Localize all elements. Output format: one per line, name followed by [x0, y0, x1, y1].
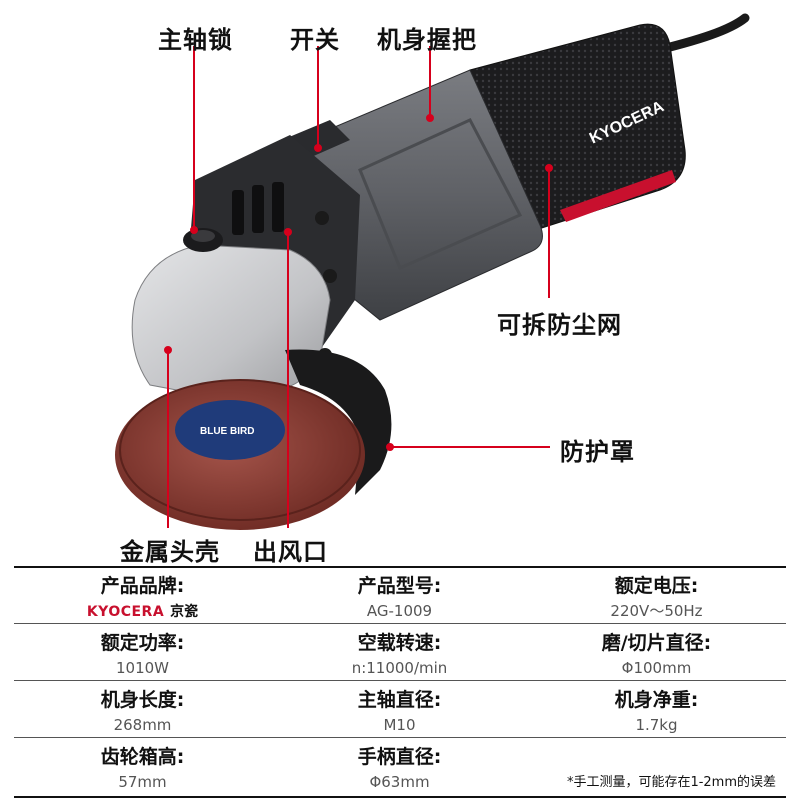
spec-label: 产品品牌:	[100, 575, 185, 597]
spec-value: AG-1009	[366, 602, 433, 620]
spec-gearbox-height: 齿轮箱高: 57mm	[14, 743, 271, 793]
row-divider	[14, 680, 786, 681]
spec-value: 268mm	[113, 716, 172, 734]
air-vents	[232, 182, 284, 235]
callout-body-grip: 机身握把	[377, 26, 477, 54]
spec-value: 1010W	[115, 659, 169, 677]
angle-grinder-image: KYOCERA BLUE BIRD	[115, 13, 750, 530]
measurement-note: *手工测量，可能存在1-2mm的误差	[566, 775, 776, 790]
callout-switch: 开关	[290, 26, 340, 54]
callout-air-outlet: 出风口	[253, 538, 328, 566]
disc-brand-text: BLUE BIRD	[200, 426, 254, 437]
spec-model: 产品型号: AG-1009	[271, 572, 528, 622]
callout-metal-head: 金属头壳	[120, 538, 220, 566]
brand-logo-group: KYOCERA 京瓷	[87, 601, 198, 623]
callout-dust-screen: 可拆防尘网	[497, 311, 622, 339]
row-divider	[14, 737, 786, 738]
callout-guard: 防护罩	[560, 438, 635, 466]
spec-speed: 空载转速: n:11000/min	[271, 629, 528, 679]
leader-lines	[164, 46, 553, 528]
motor-housing	[469, 23, 686, 236]
spec-label: 主轴直径:	[357, 689, 442, 711]
spec-power: 额定功率: 1010W	[14, 629, 271, 679]
spec-disc-diameter: 磨/切片直径: Φ100mm	[528, 629, 785, 679]
spec-voltage: 额定电压: 220V～50Hz	[528, 572, 785, 622]
spec-value: Φ100mm	[621, 659, 692, 677]
product-illustration: KYOCERA BLUE BIRD	[115, 13, 750, 566]
brand-name-cn: 京瓷	[170, 604, 199, 620]
spec-handle-diameter: 手柄直径: Φ63mm	[271, 743, 528, 793]
spec-label: 机身长度:	[100, 689, 185, 711]
spec-body-length: 机身长度: 268mm	[14, 686, 271, 736]
disc-label	[175, 400, 285, 460]
spec-label: 磨/切片直径:	[601, 632, 712, 654]
table-bottom-rule	[14, 796, 786, 798]
spec-label: 机身净重:	[614, 689, 699, 711]
spec-label: 产品型号:	[357, 575, 442, 597]
spec-label: 空载转速:	[357, 632, 442, 654]
kyocera-logo: KYOCERA	[86, 604, 165, 620]
spec-label: 手柄直径:	[357, 746, 442, 768]
spec-label: 额定功率:	[100, 632, 185, 654]
spec-spindle-diameter: 主轴直径: M10	[271, 686, 528, 736]
spec-value: 1.7kg	[635, 716, 678, 734]
red-stripe	[560, 170, 676, 222]
spec-value: M10	[383, 716, 416, 734]
spec-value: n:11000/min	[351, 659, 448, 677]
grip-groove	[358, 118, 523, 270]
spec-net-weight: 机身净重: 1.7kg	[528, 686, 785, 736]
spec-value: 57mm	[118, 773, 167, 791]
spec-label: 齿轮箱高:	[100, 746, 185, 768]
spec-label: 额定电压:	[614, 575, 699, 597]
spec-value: 220V～50Hz	[610, 602, 703, 620]
table-top-rule	[14, 566, 786, 568]
callout-spindle-lock: 主轴锁	[158, 26, 233, 54]
spec-brand: 产品品牌: KYOCERA 京瓷	[14, 572, 271, 622]
row-divider	[14, 623, 786, 624]
spec-value: Φ63mm	[369, 773, 430, 791]
